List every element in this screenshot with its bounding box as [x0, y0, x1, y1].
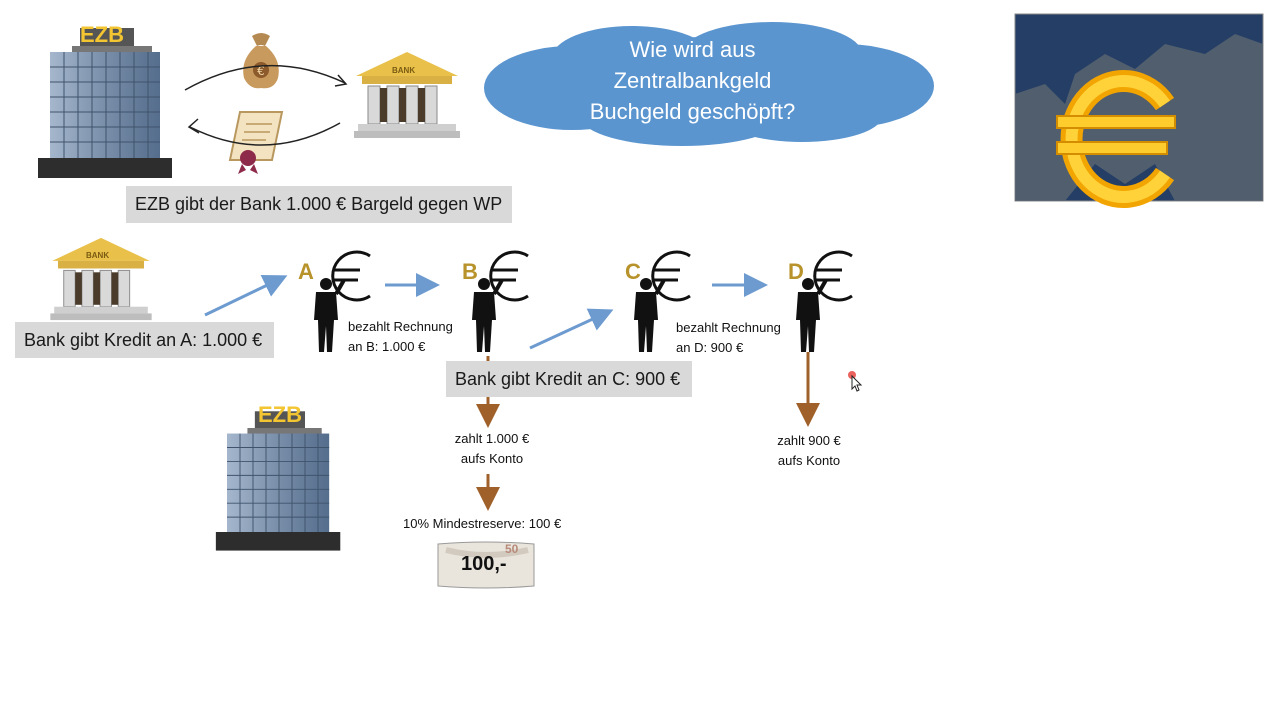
deposit-b-line-1: zahlt 1.000 € — [454, 431, 530, 446]
svg-text:€: € — [257, 64, 265, 78]
person-label-a: A — [298, 259, 314, 284]
euro-map-icon — [1014, 13, 1264, 208]
cursor-icon — [848, 371, 863, 392]
banknote-icon — [437, 541, 535, 589]
bank-icon — [354, 52, 460, 138]
pay-b-line-2: an B: 1.000 € — [348, 339, 426, 354]
pay-label-d: bezahlt Rechnung an D: 900 € — [676, 318, 781, 358]
caption-credit-a: Bank gibt Kredit an A: 1.000 € — [15, 322, 275, 358]
bank-sign-top: BANK — [392, 66, 416, 75]
ezb-building-icon — [38, 28, 172, 178]
deposit-label-b: zahlt 1.000 € aufs Konto — [438, 429, 546, 469]
caption-credit-c: Bank gibt Kredit an C: 900 € — [446, 361, 693, 397]
ezb-building-icon-bottom — [215, 411, 341, 551]
cloud-question: Wie wird aus Zentralbankgeld Buchgeld ge… — [560, 34, 825, 127]
reserve-label: 10% Mindestreserve: 100 € — [403, 516, 562, 531]
deposit-d-line-1: zahlt 900 € — [777, 433, 841, 448]
pay-d-line-1: bezahlt Rechnung — [676, 320, 781, 335]
person-euro-icon-d — [796, 250, 853, 352]
pay-b-line-1: bezahlt Rechnung — [348, 319, 453, 334]
person-euro-icon-b — [472, 250, 529, 352]
certificate-scroll-icon — [228, 111, 284, 174]
cloud-line-3: Buchgeld geschöpft? — [589, 99, 796, 124]
person-euro-icon-c — [634, 250, 691, 352]
bank-sign-left: BANK — [86, 251, 110, 260]
banknote-value: 100,- — [461, 553, 507, 575]
transfer-arrows — [184, 64, 348, 146]
person-label-b: B — [462, 259, 478, 284]
caption-ezb: EZB gibt der Bank 1.000 € Bargeld gegen … — [126, 186, 513, 223]
person-label-d: D — [788, 259, 804, 284]
ezb-logo-top: EZB — [80, 22, 124, 47]
banknote-corner: 50 — [505, 542, 519, 556]
pay-label-b: bezahlt Rechnung an B: 1.000 € — [348, 317, 453, 357]
pay-d-line-2: an D: 900 € — [676, 340, 744, 355]
cloud-line-1: Wie wird aus — [629, 37, 756, 62]
person-euro-icon-a — [314, 250, 371, 352]
deposit-d-line-2: aufs Konto — [777, 453, 841, 468]
bank-icon-left — [50, 237, 152, 321]
person-label-c: C — [625, 259, 641, 284]
deposit-label-d: zahlt 900 € aufs Konto — [758, 431, 860, 471]
deposit-b-line-2: aufs Konto — [460, 451, 524, 466]
ezb-logo-bottom: EZB — [258, 402, 302, 427]
cloud-shape — [484, 22, 934, 146]
cloud-line-2: Zentralbankgeld — [613, 68, 772, 93]
